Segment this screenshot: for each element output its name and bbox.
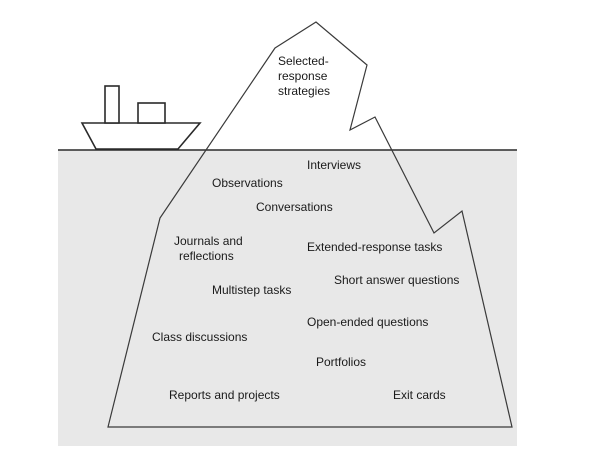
ship-chimney: [104, 85, 120, 124]
label-observations: Observations: [212, 176, 283, 190]
label-interviews: Interviews: [307, 158, 362, 172]
label-extended-response: Extended-response tasks: [307, 240, 443, 254]
ship-hull: [80, 122, 202, 150]
tip-line: response: [278, 69, 328, 83]
label-short-answer: Short answer questions: [334, 273, 460, 287]
label-exit-cards: Exit cards: [393, 388, 446, 402]
tip-line: strategies: [278, 84, 331, 98]
label-open-ended: Open-ended questions: [307, 315, 429, 329]
label-journals-line2: reflections: [179, 249, 234, 263]
iceberg-tip-label: Selected- response strategies: [278, 54, 338, 99]
iceberg-outline: [107, 21, 513, 428]
label-journals-line1: Journals and: [174, 234, 243, 248]
label-multistep: Multistep tasks: [212, 283, 292, 297]
label-class-discussions: Class discussions: [152, 330, 248, 344]
tip-line: Selected-: [278, 54, 329, 68]
label-portfolios: Portfolios: [316, 355, 367, 369]
water-area: [58, 150, 517, 446]
label-conversations: Conversations: [256, 200, 333, 214]
label-journals-reflections: Journals and reflections: [174, 234, 243, 264]
label-reports-projects: Reports and projects: [169, 388, 280, 402]
ship-cabin: [137, 102, 166, 124]
